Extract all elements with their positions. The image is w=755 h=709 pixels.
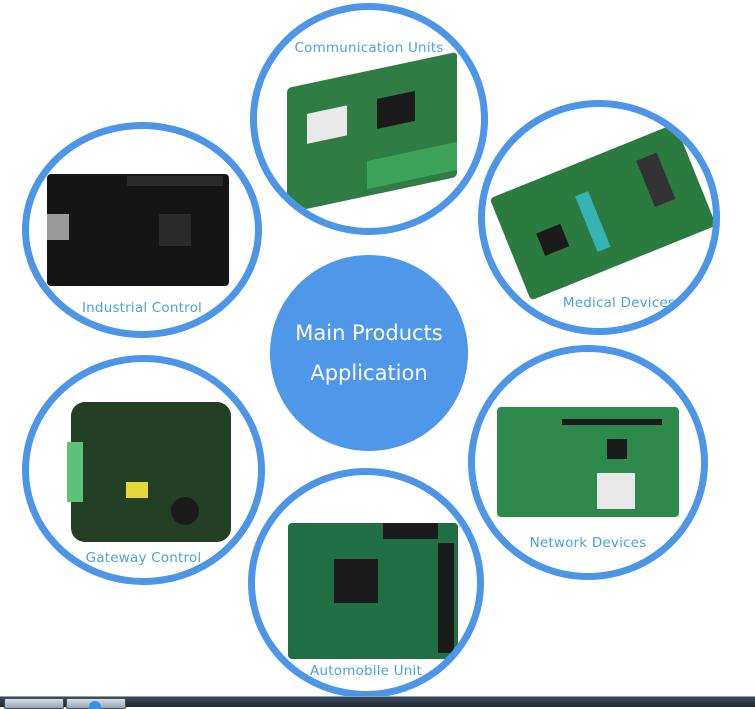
center-title-line1: Main Products [295, 321, 443, 345]
gateway-board-image [67, 402, 231, 542]
taskbar [0, 696, 755, 709]
main-products-application: Main Products Application [270, 255, 468, 451]
automobile-board-image [288, 523, 458, 659]
product-automobile-unit[interactable]: Automobile Unit [248, 468, 484, 698]
industrial-board-image [47, 174, 229, 286]
start-button[interactable] [4, 698, 64, 709]
product-communication-units[interactable]: Communication Units [250, 3, 488, 235]
product-label: Medical Devices [562, 295, 676, 311]
communication-board-image [287, 51, 457, 214]
product-network-devices[interactable]: Network Devices [468, 345, 708, 580]
product-industrial-control[interactable]: Industrial Control [22, 122, 262, 338]
product-label: Network Devices [529, 535, 647, 551]
product-label: Industrial Control [81, 300, 202, 316]
medical-board-image [489, 123, 713, 301]
product-label: Gateway Control [85, 550, 202, 566]
product-gateway-control[interactable]: Gateway Control [22, 355, 265, 585]
browser-button[interactable] [66, 698, 126, 709]
product-label: Automobile Unit [310, 663, 422, 679]
product-label: Communication Units [294, 40, 444, 56]
browser-icon [89, 701, 101, 709]
center-title-line2: Application [310, 361, 428, 385]
network-board-image [497, 407, 679, 517]
product-medical-devices[interactable]: Medical Devices [478, 100, 720, 335]
